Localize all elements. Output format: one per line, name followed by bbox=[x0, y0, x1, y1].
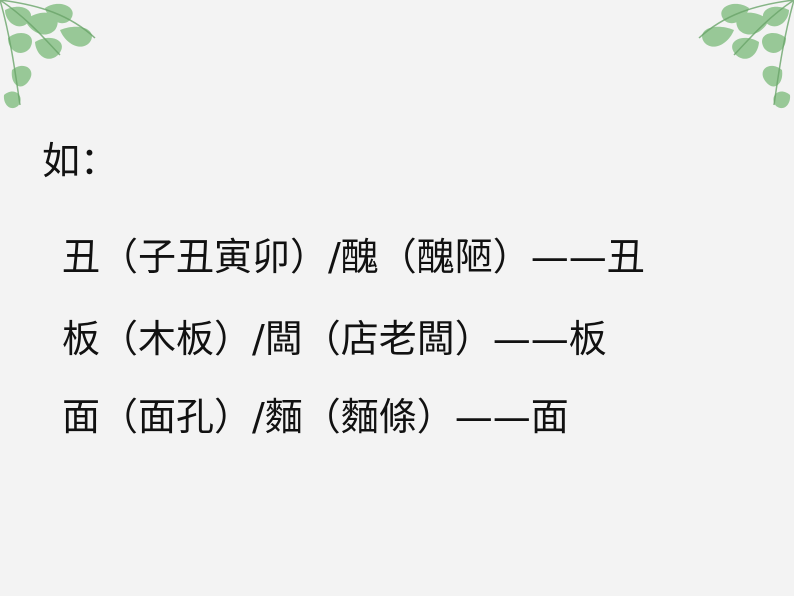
leaf-branch-icon bbox=[698, 0, 794, 109]
example-line-3: 面（面孔）/麵（麵條）——面 bbox=[62, 395, 569, 439]
leaf-branch-icon bbox=[0, 0, 96, 109]
example-line-2: 板（木板）/闆（店老闆）——板 bbox=[62, 317, 607, 361]
example-line-1: 丑（子丑寅卯）/醜（醜陋）——丑 bbox=[62, 235, 645, 279]
intro-label: 如： bbox=[42, 139, 119, 183]
